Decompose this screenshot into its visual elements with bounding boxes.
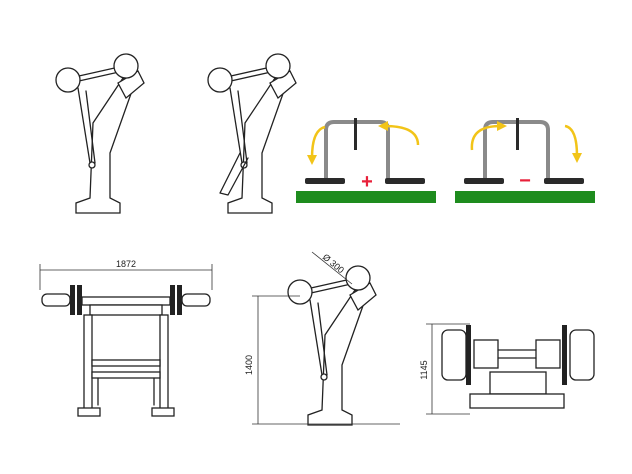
height-dimension-label: 1400 — [244, 355, 254, 375]
arrow-icon — [384, 124, 420, 146]
ground-bar — [296, 191, 436, 203]
side-view-dimensions — [252, 251, 400, 425]
center-post — [354, 118, 357, 150]
motion-panel-plus: + — [296, 118, 436, 203]
machine-sketch-position-1 — [55, 53, 145, 214]
top-view-drawing — [426, 323, 595, 415]
machine-sketch-position-2 — [207, 53, 297, 214]
foot-pad-left — [305, 178, 345, 184]
sign-minus: − — [519, 170, 531, 192]
front-view-drawing — [39, 264, 213, 417]
arrow-icon — [310, 125, 326, 159]
arrow-icon — [564, 124, 579, 157]
side-view-drawing — [287, 265, 377, 426]
foot-pad-left — [464, 178, 504, 184]
foot-pad-right — [544, 178, 584, 184]
arrow-icon — [470, 124, 501, 151]
center-post — [516, 118, 519, 150]
depth-dimension-label: 1145 — [419, 360, 429, 379]
sign-plus: + — [361, 171, 373, 193]
ground-bar — [455, 191, 595, 203]
diameter-dimension-label: Ø 300 — [321, 252, 346, 275]
foot-pad-right — [385, 178, 425, 184]
motion-panel-minus: − — [455, 118, 595, 203]
width-dimension-label: 1872 — [116, 259, 136, 269]
